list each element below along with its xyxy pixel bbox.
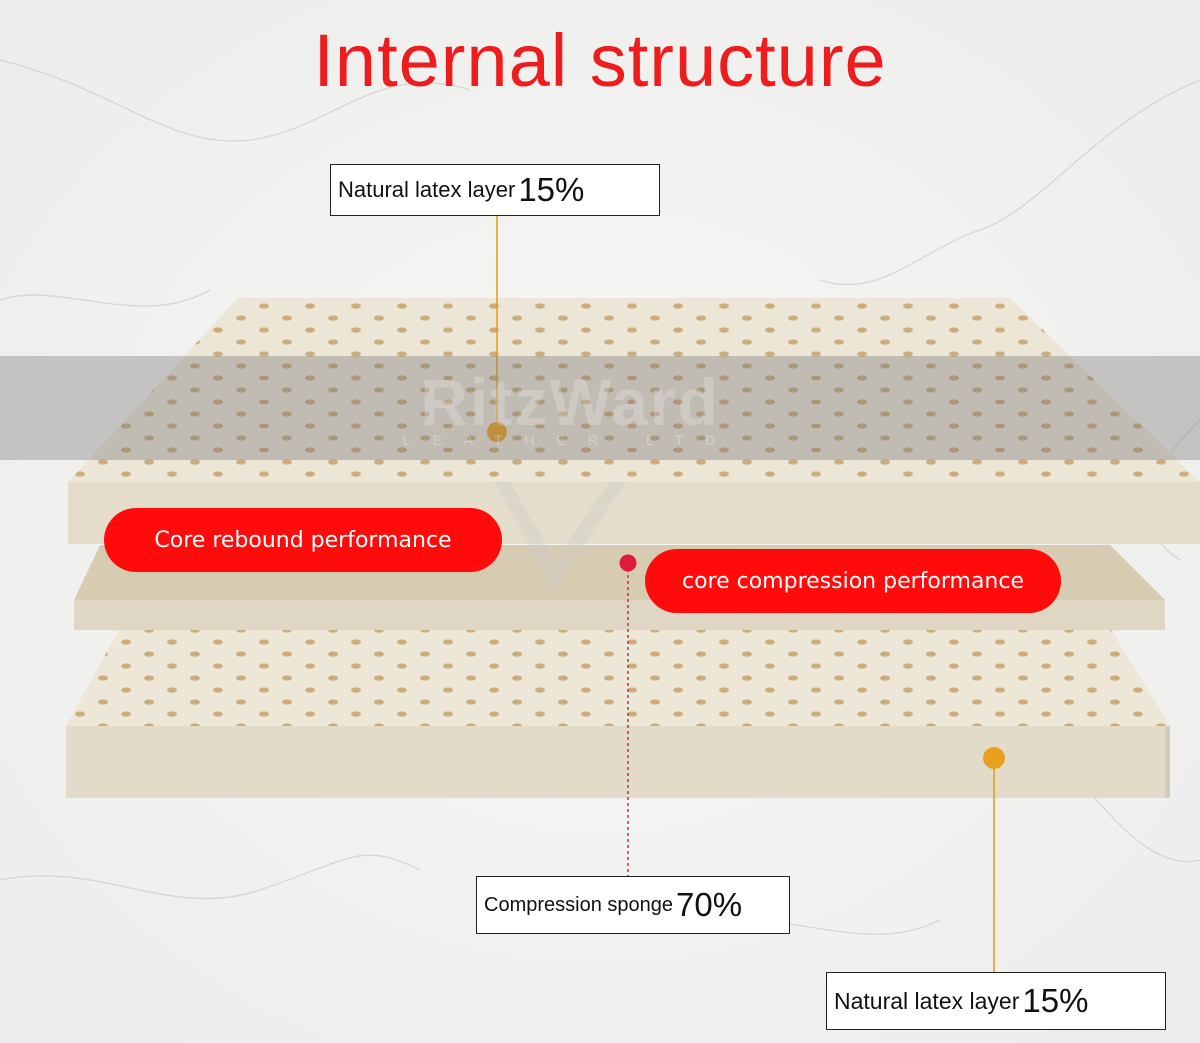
bottom-latex-layer xyxy=(66,628,1170,798)
middle-layer-label: Compression sponge 70% xyxy=(476,876,790,934)
top-layer-label: Natural latex layer 15% xyxy=(330,164,660,216)
core-compression-pill: core compression performance xyxy=(645,549,1061,613)
bottom-leader-dot-icon xyxy=(983,747,1005,769)
middle-leader-dot-icon xyxy=(619,554,637,572)
middle-layer-label-percent: 70% xyxy=(676,886,743,923)
watermark-subtext: LEATHER LTD xyxy=(402,432,738,448)
middle-layer-label-text: Compression sponge xyxy=(484,893,673,916)
bottom-layer-label-text: Natural latex layer xyxy=(834,987,1020,1014)
top-latex-layer xyxy=(68,298,1200,544)
top-layer-label-percent: 15% xyxy=(518,171,585,208)
bottom-layer-label: Natural latex layer 15% xyxy=(826,972,1166,1030)
watermark-brand: RitzWard xyxy=(420,365,720,439)
page-title: Internal structure xyxy=(313,19,887,102)
watermark-band xyxy=(0,356,1200,460)
top-leader-dot-icon xyxy=(487,422,507,442)
top-layer-label-text: Natural latex layer xyxy=(338,177,516,202)
bottom-layer-label-percent: 15% xyxy=(1022,982,1089,1019)
core-rebound-pill: Core rebound performance xyxy=(104,508,502,572)
marble-veins xyxy=(0,59,1200,935)
watermark-chevron xyxy=(495,482,625,590)
